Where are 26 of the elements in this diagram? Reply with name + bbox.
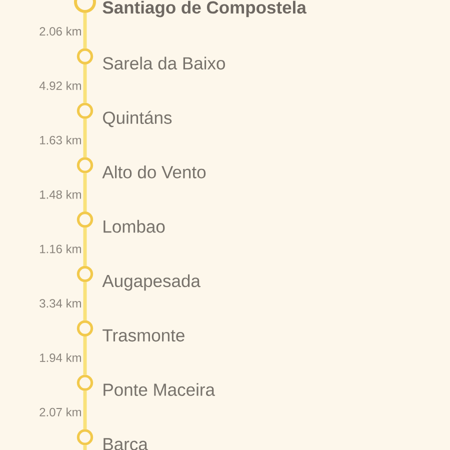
route-line [83,118,87,158]
station-name: Lombao [104,220,165,233]
route-line [83,64,87,103]
station-name: Santiago de Compostela [102,0,306,18]
station-name: Barca [104,438,148,450]
route-line [83,282,87,320]
distance-label: 3.34 km [40,298,81,308]
distance-label: 1.63 km [40,136,81,144]
distance-label: 1.16 km [40,244,81,254]
distance-label: 1.48 km [40,190,81,199]
route-line [83,13,87,48]
route-line [83,336,87,375]
route-line [83,228,87,266]
station-name: Ponte Maceira [104,383,216,396]
route-line [83,390,87,430]
station-name: Quintáns [103,110,172,128]
distance-label: 4.92 km [39,81,81,90]
route-line [83,173,87,212]
route-line [83,445,87,450]
distance-label: 2.06 km [40,26,81,36]
station-name: Alto do Vento [102,166,206,178]
station-name: Augapesada [102,274,200,291]
station-name: Trasmonte [102,329,184,342]
distance-label: 1.94 km [40,353,81,362]
distance-label: 2.07 km [40,408,81,416]
station-name: Sarela da Baixo [103,56,225,70]
